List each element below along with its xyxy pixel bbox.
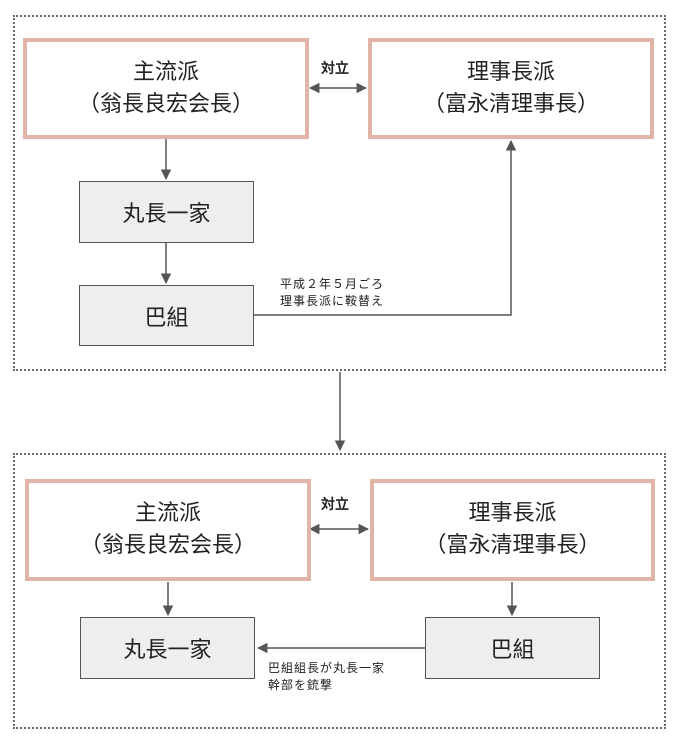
before-chairman-leader: （富永清理事長） [422,91,599,117]
before-tomoe-label: 巴組 [144,305,189,331]
before-switch-note: 平成２年５月ごろ 理事長派に鞍替え [280,276,384,310]
before-tomoe-box: 巴組 [79,285,254,346]
after-maruchou-box: 丸長一家 [80,617,255,679]
after-shooting-note: 巴組組長が丸長一家 幹部を銃撃 [268,660,385,694]
before-maruchou-label: 丸長一家 [122,202,211,227]
before-mainstream-box: 主流派 （翁長良宏会長） [23,38,309,139]
before-switch-note-line: 平成２年５月ごろ [280,277,385,291]
after-tomoe-box: 巴組 [425,617,600,679]
after-tomoe-label: 巴組 [490,638,535,663]
before-panel [13,15,666,371]
after-chairman-leader: （富永清理事長） [424,533,601,558]
after-conflict-label: 対立 [321,497,349,513]
before-chairman-name: 理事長派 [466,59,555,85]
before-mainstream-leader: （翁長良宏会長） [77,91,254,117]
before-maruchou-box: 丸長一家 [79,181,254,243]
after-mainstream-box: 主流派 （翁長良宏会長） [25,479,311,581]
after-panel [13,453,666,729]
after-chairman-box: 理事長派 （富永清理事長） [370,479,655,581]
after-mainstream-leader: （翁長良宏会長） [79,533,256,558]
after-maruchou-label: 丸長一家 [123,638,212,663]
after-shooting-note-line: 幹部を銃撃 [268,678,334,692]
before-chairman-box: 理事長派 （富永清理事長） [368,38,654,139]
after-shooting-note-line: 巴組組長が丸長一家 [268,661,386,675]
before-tomoe-to-chairman-arrow [254,139,517,316]
before-mainstream-name: 主流派 [132,59,199,85]
after-chairman-name: 理事長派 [468,501,557,526]
before-switch-note-line: 理事長派に鞍替え [280,294,385,308]
after-mainstream-name: 主流派 [134,501,201,526]
before-conflict-label: 対立 [321,61,349,77]
